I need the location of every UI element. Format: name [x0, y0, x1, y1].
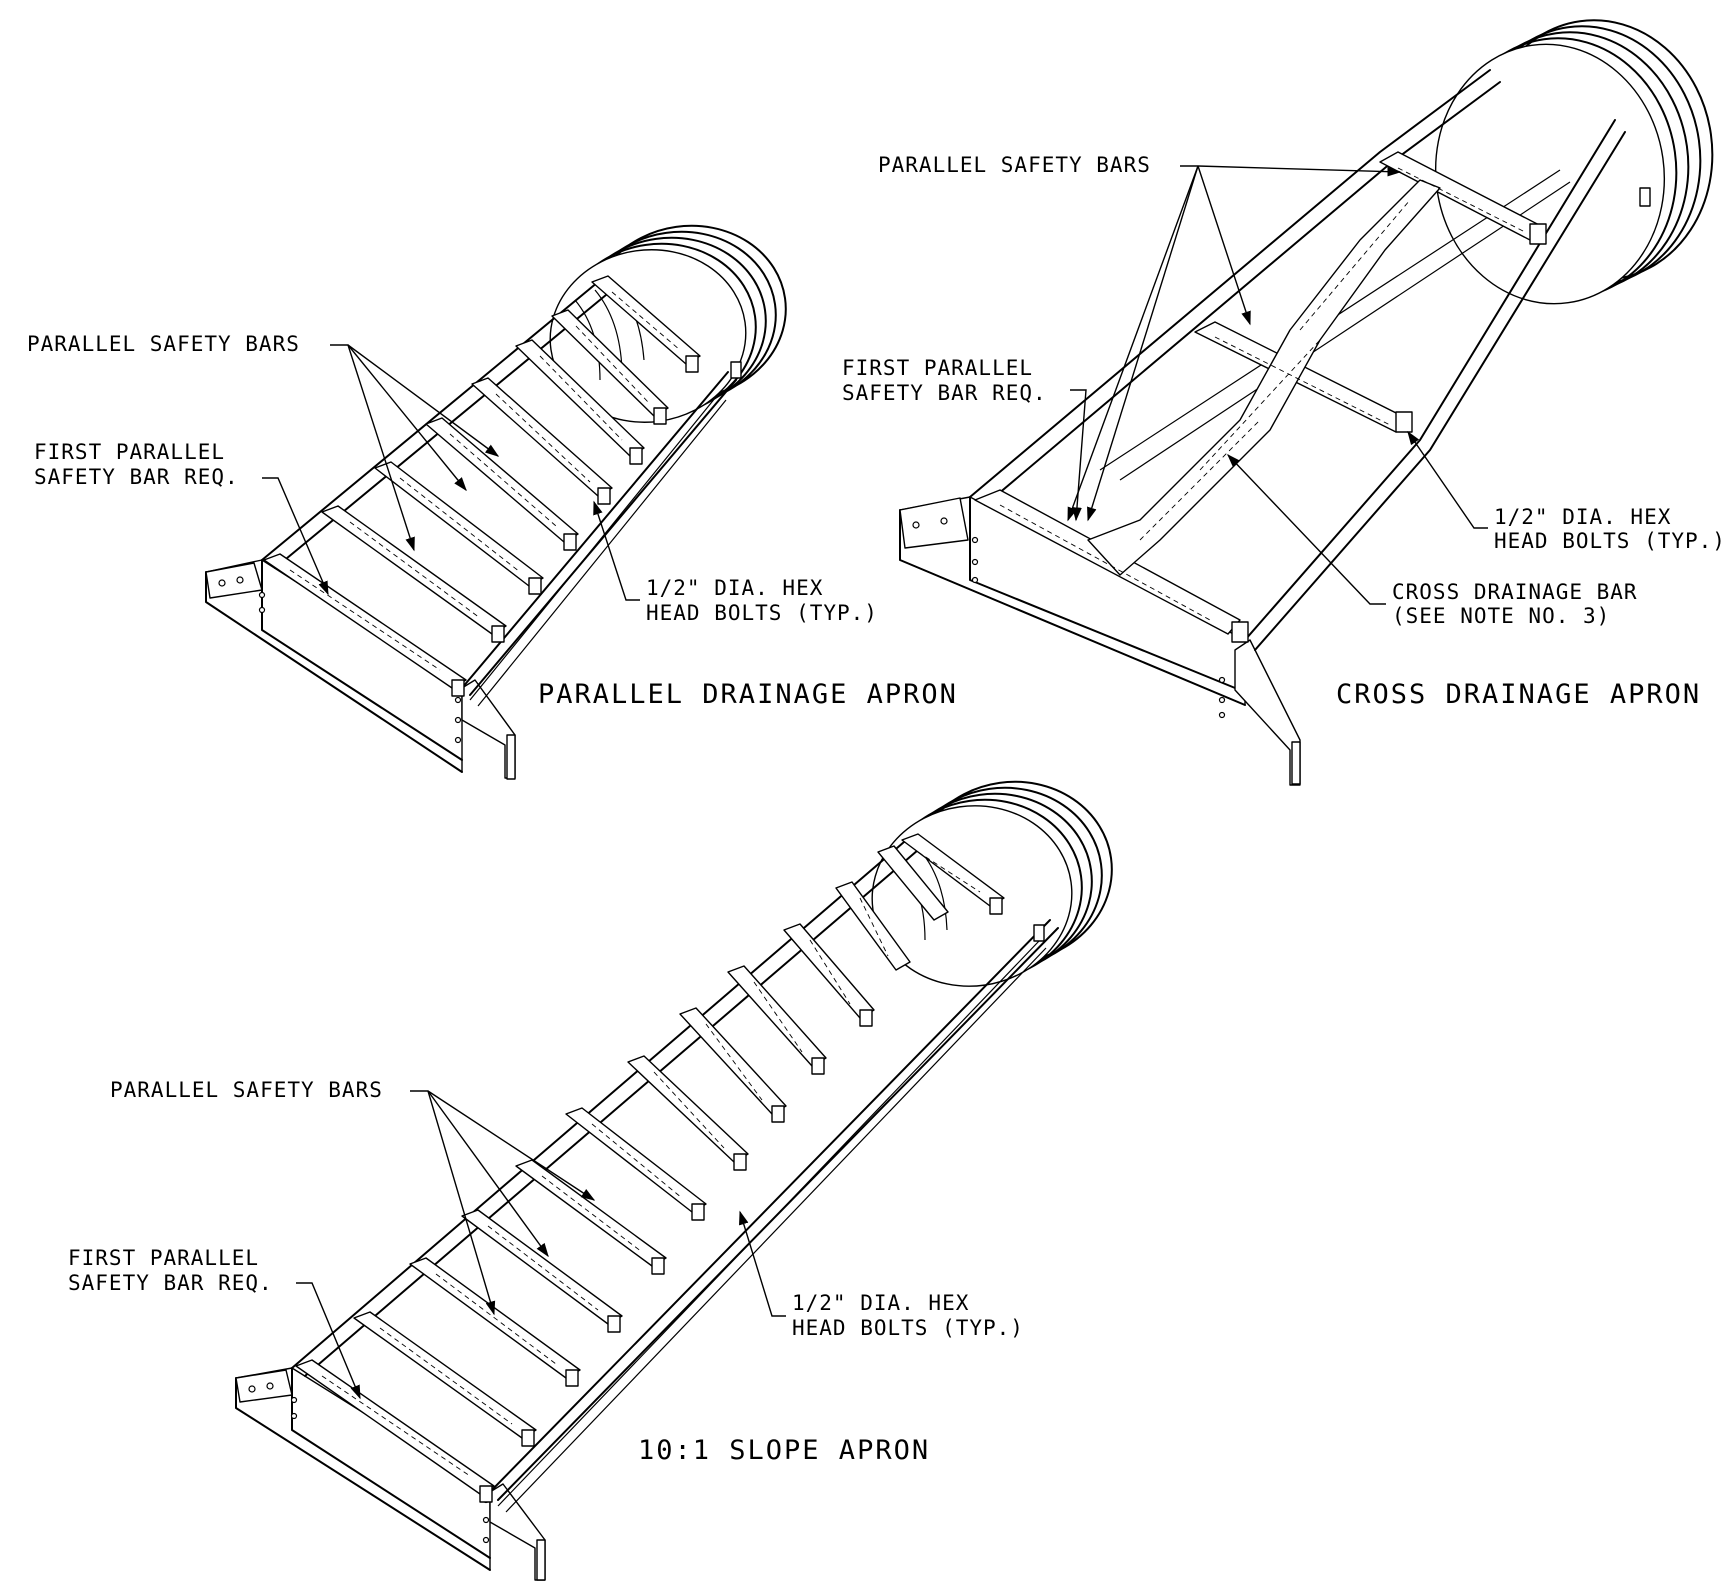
cross-drainage-bar-label-line1: CROSS DRAINAGE BAR: [1392, 580, 1638, 604]
cross-first-bar-callout: FIRST PARALLEL SAFETY BAR REQ.: [842, 356, 1087, 522]
cross-apron-safety-bars: [974, 151, 1546, 635]
slope-safety-bars-callout: PARALLEL SAFETY BARS: [110, 1078, 596, 1316]
parallel-safety-bars-callout: PARALLEL SAFETY BARS: [27, 332, 500, 552]
slope-apron-safety-bars: [295, 833, 1005, 1495]
cross-first-bar-label-line2: SAFETY BAR REQ.: [842, 381, 1047, 405]
cross-first-bar-label-line1: FIRST PARALLEL: [842, 356, 1033, 380]
slope-safety-bars-label: PARALLEL SAFETY BARS: [110, 1078, 383, 1102]
slope-apron-title: 10:1 SLOPE APRON: [638, 1435, 930, 1466]
cross-drainage-bar-callout: CROSS DRAINAGE BAR (SEE NOTE NO. 3): [1227, 453, 1638, 628]
cross-drainage-apron-view: PARALLEL SAFETY BARS FIRST PARALLEL SAFE…: [842, 19, 1726, 786]
cross-bolts-label-line1: 1/2" DIA. HEX: [1494, 505, 1671, 529]
corrugated-pipe: [1434, 19, 1714, 305]
slope-bolts-callout: 1/2" DIA. HEX HEAD BOLTS (TYP.): [739, 1210, 1024, 1340]
cross-drainage-apron-title: CROSS DRAINAGE APRON: [1336, 679, 1701, 710]
parallel-first-bar-label-line2: SAFETY BAR REQ.: [34, 465, 239, 489]
slope-bolts-label-line2: HEAD BOLTS (TYP.): [792, 1316, 1024, 1340]
slope-apron-body: [235, 780, 1113, 1581]
slope-first-bar-callout: FIRST PARALLEL SAFETY BAR REQ.: [68, 1246, 361, 1400]
corrugated-pipe: [549, 224, 787, 423]
slope-apron-bolts: [479, 897, 1045, 1503]
cross-safety-bars-callout: PARALLEL SAFETY BARS: [878, 153, 1402, 522]
parallel-bolts-callout: 1/2" DIA. HEX HEAD BOLTS (TYP.): [593, 500, 878, 625]
cross-apron-body: [899, 19, 1714, 786]
parallel-safety-bars-label: PARALLEL SAFETY BARS: [27, 332, 300, 356]
cross-bolts-callout: 1/2" DIA. HEX HEAD BOLTS (TYP.): [1407, 430, 1726, 553]
parallel-apron-bolts: [451, 355, 742, 697]
parallel-bolts-label-line2: HEAD BOLTS (TYP.): [646, 601, 878, 625]
parallel-drainage-apron-title: PARALLEL DRAINAGE APRON: [538, 679, 958, 710]
cross-bolts-label-line2: HEAD BOLTS (TYP.): [1494, 529, 1726, 553]
parallel-drainage-apron-view: PARALLEL SAFETY BARS FIRST PARALLEL SAFE…: [27, 224, 958, 780]
parallel-apron-body: [205, 224, 787, 780]
cross-apron-bolts: [1231, 187, 1651, 643]
slope-bolts-label-line1: 1/2" DIA. HEX: [792, 1291, 969, 1315]
cross-drainage-bar-label-line2: (SEE NOTE NO. 3): [1392, 604, 1610, 628]
parallel-bolts-label-line1: 1/2" DIA. HEX: [646, 576, 823, 600]
slope-first-bar-label-line1: FIRST PARALLEL: [68, 1246, 259, 1270]
slope-first-bar-label-line2: SAFETY BAR REQ.: [68, 1271, 273, 1295]
parallel-first-bar-callout: FIRST PARALLEL SAFETY BAR REQ.: [34, 440, 329, 596]
parallel-first-bar-label-line1: FIRST PARALLEL: [34, 440, 225, 464]
slope-apron-view: PARALLEL SAFETY BARS FIRST PARALLEL SAFE…: [68, 780, 1113, 1581]
parallel-apron-safety-bars: [263, 275, 701, 689]
cross-safety-bars-label: PARALLEL SAFETY BARS: [878, 153, 1151, 177]
